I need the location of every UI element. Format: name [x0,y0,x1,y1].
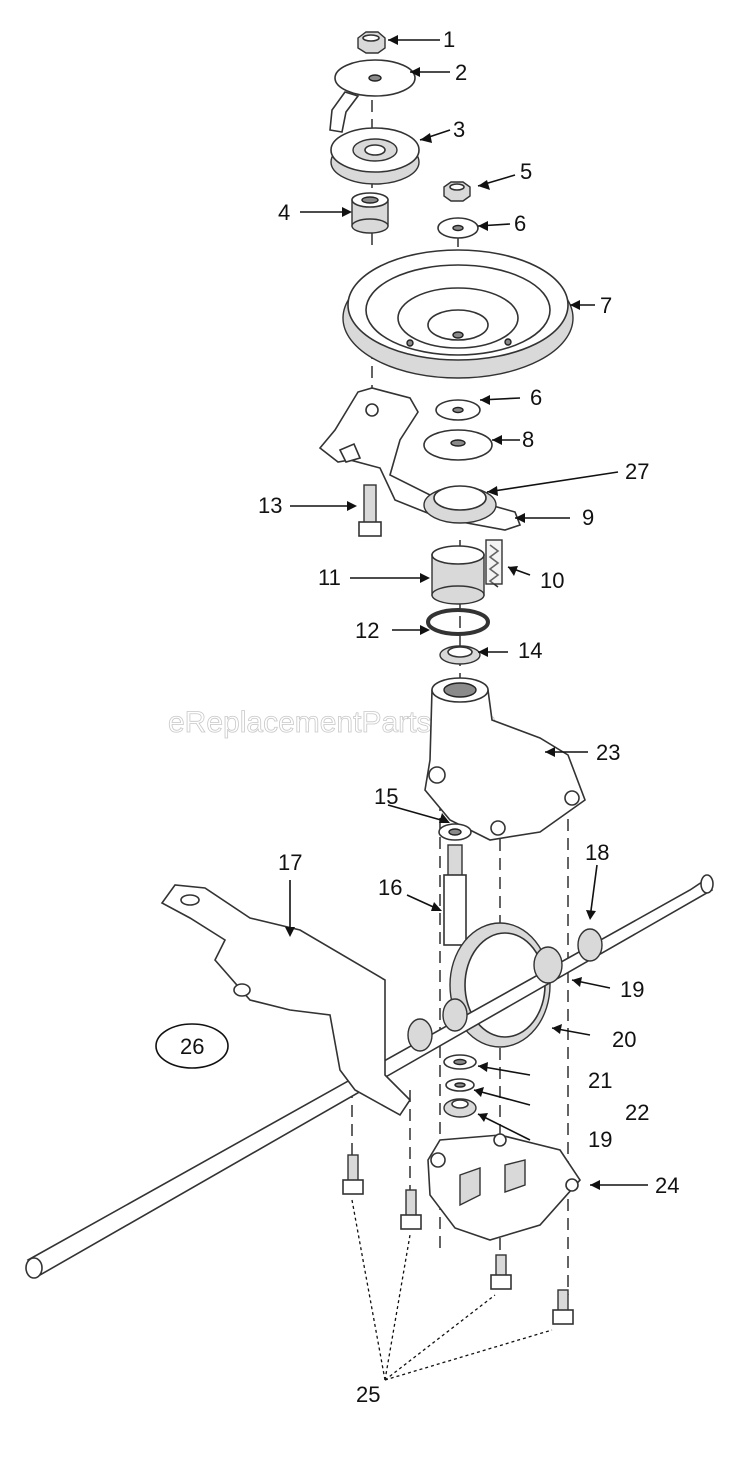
callout-6-lower: 6 [530,385,542,410]
part-15-washer [438,823,472,841]
callout-8: 8 [522,427,534,452]
part-9-idler-arm [318,387,522,531]
callout-21: 21 [588,1068,612,1093]
callout-24: 24 [655,1173,679,1198]
callout-labels: 1 2 3 4 5 6 7 6 8 27 13 9 11 10 12 14 23… [180,27,679,1407]
callout-13: 13 [258,493,282,518]
part-collar-left [407,998,468,1052]
part-22-washer [445,1078,475,1092]
callout-14: 14 [518,638,542,663]
part-16-worm-shaft [443,844,467,946]
part-23-upper-housing [424,677,586,841]
part-8-washer-large [423,429,493,461]
part-5-nut [443,181,471,202]
part-12-oring [426,608,490,636]
callout-18: 18 [585,840,609,865]
part-2-bracket [329,59,416,133]
part-13-bolt [358,484,382,537]
callout-1: 1 [443,27,455,52]
part-6-washer-upper [437,217,479,239]
callout-22: 22 [625,1100,649,1125]
arrowheads [285,35,600,1190]
callout-4: 4 [278,200,290,225]
callout-26-circle [155,1023,229,1069]
callout-7: 7 [600,293,612,318]
part-3-idler-pulley [330,127,420,185]
callout-20: 20 [612,1027,636,1052]
callout-3: 3 [453,117,465,142]
part-19-bushing-lower [443,1098,477,1118]
callout-6-upper: 6 [514,211,526,236]
callout-5: 5 [520,159,532,184]
part-4-spacer [351,192,389,234]
callout-9: 9 [582,505,594,530]
callout-27: 27 [625,459,649,484]
callout-19-lower: 19 [588,1127,612,1152]
callout-23: 23 [596,740,620,765]
part-7-drive-pulley [342,249,574,379]
callout-10: 10 [540,568,564,593]
callout-19-upper: 19 [620,977,644,1002]
part-14-bearing [439,645,481,665]
part-6-washer-lower [435,399,481,421]
part-1-nut [357,31,386,54]
callout-12: 12 [355,618,379,643]
callout-17: 17 [278,850,302,875]
part-11-bushing [431,545,485,605]
part-19-bushing-upper [533,946,563,984]
part-21-washer [443,1054,477,1070]
callout-25: 25 [356,1382,380,1407]
callout-16: 16 [378,875,402,900]
part-10-spring [485,539,503,588]
callout-26: 26 [180,1034,204,1059]
part-17-bracket [160,884,412,1117]
part-25-bolts [342,1154,574,1325]
callout-11: 11 [318,565,341,590]
callout-2: 2 [455,60,467,85]
part-24-lower-housing [427,1133,582,1241]
part-18-bushing [577,928,603,962]
callout-15: 15 [374,784,398,809]
